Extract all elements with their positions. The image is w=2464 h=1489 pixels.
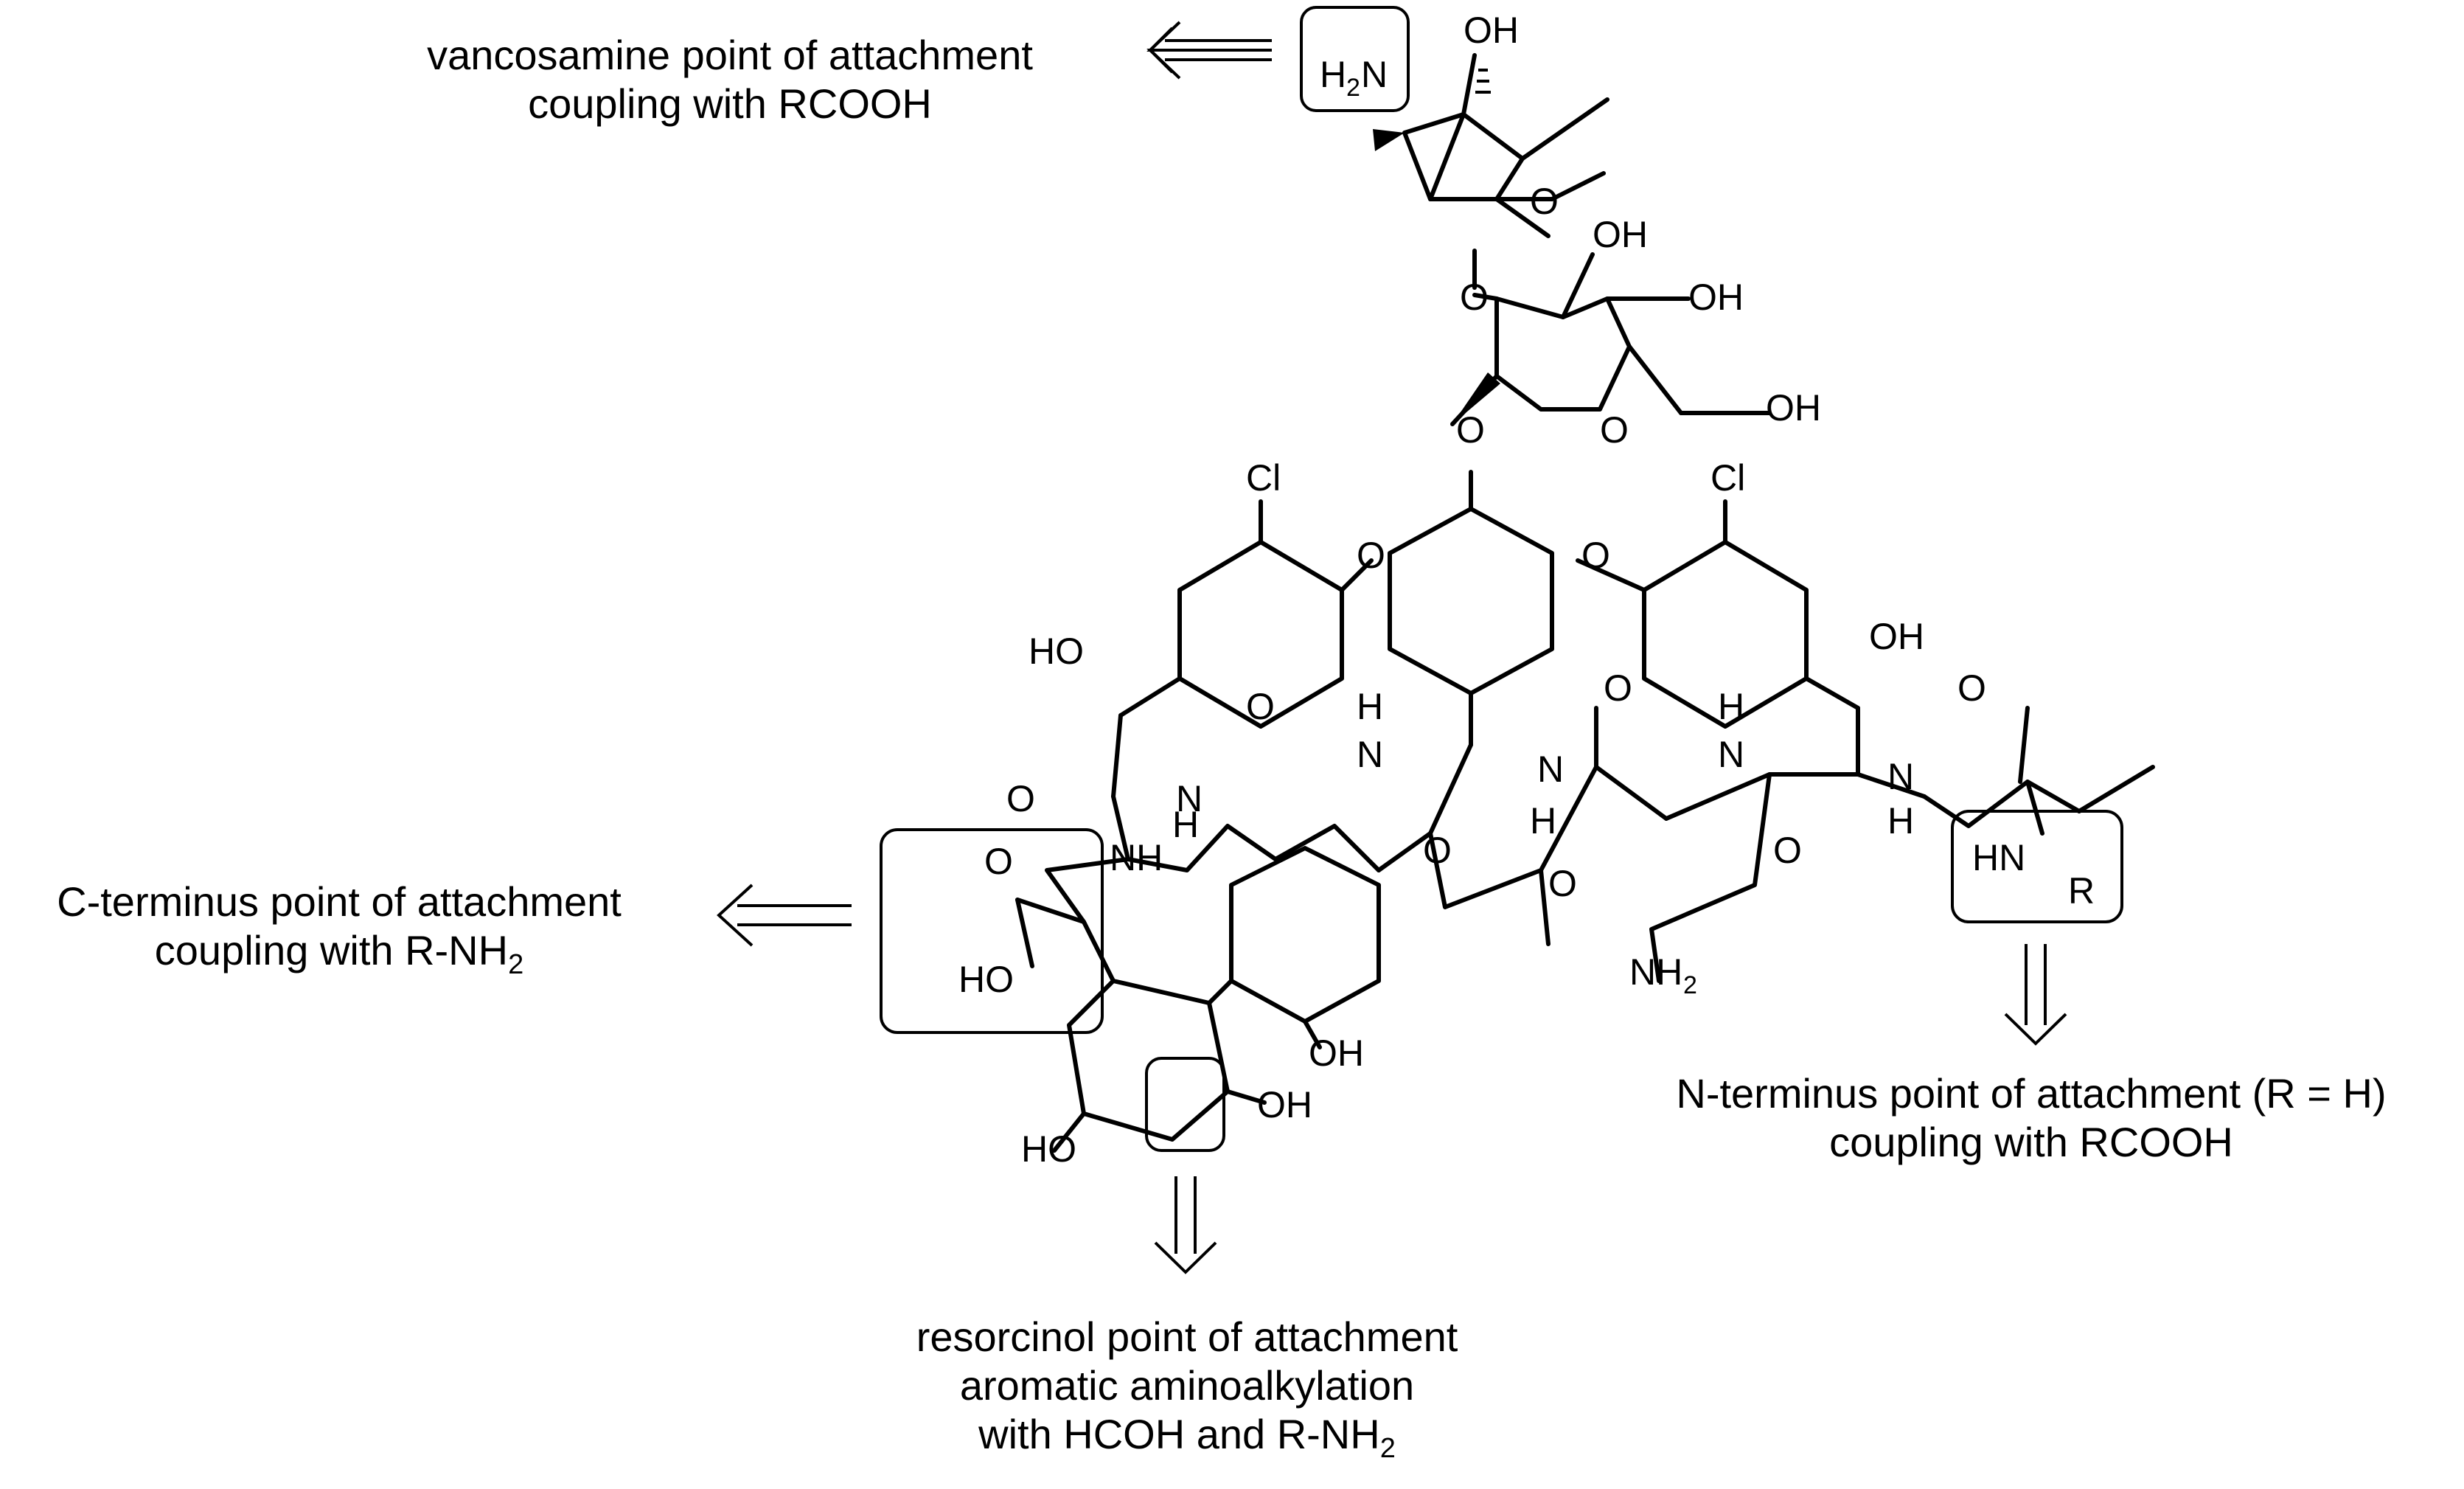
atom-oh-resorcinol: OH [1257, 1084, 1312, 1125]
glucose-ring [1450, 249, 1772, 426]
atom-n-amide2: N [1718, 734, 1744, 775]
atom-oh-lower-aryl: OH [1309, 1032, 1364, 1074]
central-aryl-ring [1388, 470, 1554, 747]
resorcinol-caption: resorcinol point of attachment aromatic … [870, 1313, 1504, 1473]
resorcinol-caption-line3-text: with HCOH and R-NH [978, 1411, 1380, 1457]
vancosamine-amine-highlight-box [1300, 6, 1410, 112]
atom-o-carbonyl-mid2: O [1773, 830, 1802, 871]
resorcinol-caption-line2: aromatic aminoalkylation [959, 1362, 1415, 1409]
n-terminus-caption-line2: coupling with RCOOH [1829, 1119, 2233, 1165]
atom-ho-left: HO [1029, 631, 1084, 672]
atom-cl-left: Cl [1246, 457, 1281, 499]
resorcinol-caption-line1: resorcinol point of attachment [916, 1313, 1458, 1360]
peptide-backbone [1045, 706, 2155, 983]
atom-o-carbonyl-left: O [1006, 778, 1035, 819]
atom-o-vanco: O [1530, 181, 1559, 222]
atom-nh2-asn-sub: 2 [1683, 971, 1697, 999]
vancosamine-methyl-hashes [1475, 69, 1491, 94]
atom-n-amide-mid: N [1537, 749, 1564, 790]
atom-nh-c-terminus: NH [1110, 837, 1163, 878]
atom-oh-glc2: OH [1688, 277, 1744, 318]
atom-o-amide2: O [1604, 667, 1632, 709]
vancosamine-caption: vancosamine point of attachment coupling… [383, 31, 1076, 128]
atom-ho-resorcinol: HO [1021, 1128, 1076, 1170]
atom-oh: OH [1464, 10, 1519, 51]
atom-ho-carboxyl: HO [958, 959, 1014, 1000]
atom-labels: OH H 2 N O OH O OH O OH O Cl Cl O O HO O… [958, 10, 2095, 1170]
resorcinol-caption-line3: with HCOH and R-NH2 [870, 1410, 1504, 1473]
atom-h-amide1: H [1357, 686, 1383, 727]
atom-oh-glc3: OH [1766, 387, 1821, 428]
c-terminus-caption-line2-text: coupling with R-NH [154, 927, 509, 973]
atom-r-n-terminus: R [2068, 870, 2095, 912]
vancosamine-arrow [1146, 21, 1272, 80]
atom-oh-right: OH [1869, 616, 1924, 657]
atom-o-ether-right: O [1581, 535, 1610, 576]
c-terminus-caption-line1: C-terminus point of attachment [57, 878, 622, 925]
atom-o-anomeric: O [1456, 409, 1485, 451]
atom-h-amide-mid: H [1530, 800, 1556, 841]
atom-h-amide-left: H [1172, 804, 1199, 845]
c-terminus-highlight-box [880, 828, 1104, 1034]
atom-o-ether-left: O [1357, 535, 1385, 576]
vancosamine-caption-line1: vancosamine point of attachment [427, 32, 1033, 78]
atom-hn-n-terminus: HN [1972, 837, 2025, 878]
atom-o-amide1: O [1246, 686, 1275, 727]
n-terminus-highlight-box [1951, 810, 2123, 923]
n-terminus-caption: N-terminus point of attachment (R = H) c… [1600, 1069, 2463, 1167]
atom-n-amide-left: N [1176, 778, 1203, 819]
atom-o-amide3: O [1957, 667, 1986, 709]
atom-o-asn: O [1548, 863, 1577, 904]
resorcinol-arrow [1154, 1176, 1217, 1274]
atom-nh2-asn: NH [1629, 951, 1682, 993]
atom-n-amide-right: N [1887, 756, 1914, 797]
atom-oh-glc1: OH [1593, 214, 1648, 255]
atom-h2n-h: H [1320, 54, 1346, 95]
atom-h-amide-right: H [1887, 800, 1914, 841]
atom-o-carbonyl-mid1: O [1423, 830, 1452, 871]
n-terminus-caption-line1: N-terminus point of attachment (R = H) [1676, 1070, 2387, 1117]
atom-h2n-n: N [1361, 54, 1388, 95]
atom-n-amide1: N [1357, 734, 1383, 775]
lower-aryl-ring [1229, 846, 1381, 1049]
left-chloroaryl-ring [1111, 499, 1374, 799]
n-terminus-arrow [2004, 944, 2067, 1046]
vancosamine-caption-line2: coupling with RCOOH [528, 80, 932, 127]
vancosamine-ring [1373, 53, 1609, 238]
right-chloroaryl-ring [1576, 499, 1860, 777]
c-terminus-caption-line2: coupling with R-NH2 [15, 926, 664, 989]
atom-h2n-sub: 2 [1346, 74, 1360, 102]
c-terminus-caption-line2-sub: 2 [508, 949, 524, 981]
resorcinol-caption-line3-sub: 2 [1379, 1433, 1396, 1465]
atom-o-glyc: O [1460, 277, 1489, 318]
atom-cl-right: Cl [1710, 457, 1745, 499]
resorcinol-highlight-box [1145, 1057, 1225, 1152]
c-terminus-caption: C-terminus point of attachment coupling … [15, 878, 664, 989]
atom-o-carboxyl: O [984, 841, 1013, 882]
atom-h-amide2: H [1718, 686, 1744, 727]
atom-o-glc: O [1600, 409, 1629, 451]
c-terminus-arrow [717, 884, 852, 947]
resorcinol-ring [1015, 898, 1267, 1153]
